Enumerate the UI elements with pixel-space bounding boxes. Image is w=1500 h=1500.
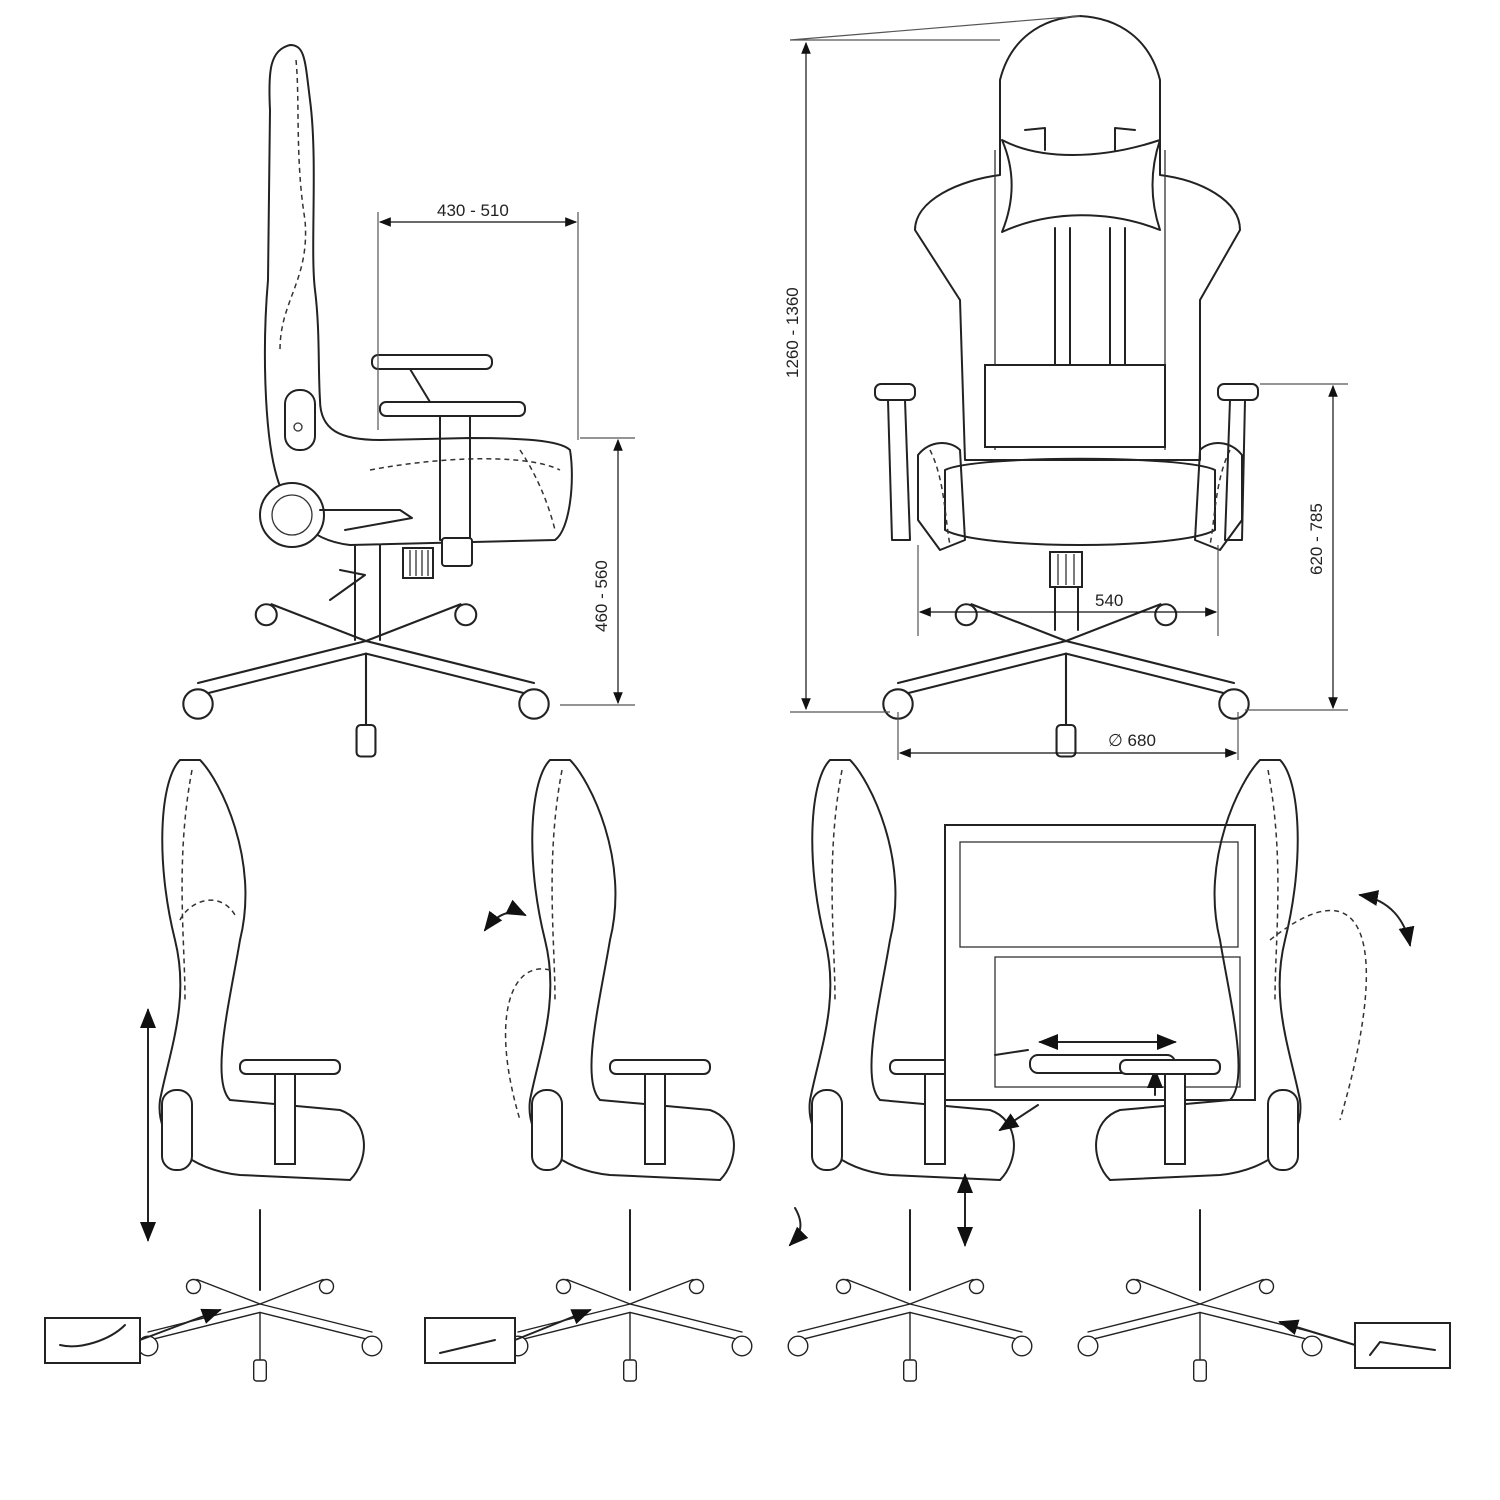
adjustment-armrest (788, 760, 1256, 1381)
adjustment-height (44, 760, 382, 1381)
side-view-chair: 430 - 510 460 - 560 (182, 44, 635, 758)
seat-width-label: 540 (1095, 591, 1123, 610)
seat-height-label: 460 - 560 (592, 560, 611, 632)
adjustment-tilt (424, 760, 809, 1381)
adjustment-recline (1078, 760, 1451, 1381)
base-diameter-label: ∅ 680 (1108, 731, 1156, 750)
front-view-chair: 1260 - 1360 540 620 - 785 ∅ 680 (783, 15, 1348, 760)
total-height-label: 1260 - 1360 (783, 287, 802, 378)
seat-depth-label: 430 - 510 (437, 201, 509, 220)
armrest-height-label: 620 - 785 (1307, 503, 1326, 575)
